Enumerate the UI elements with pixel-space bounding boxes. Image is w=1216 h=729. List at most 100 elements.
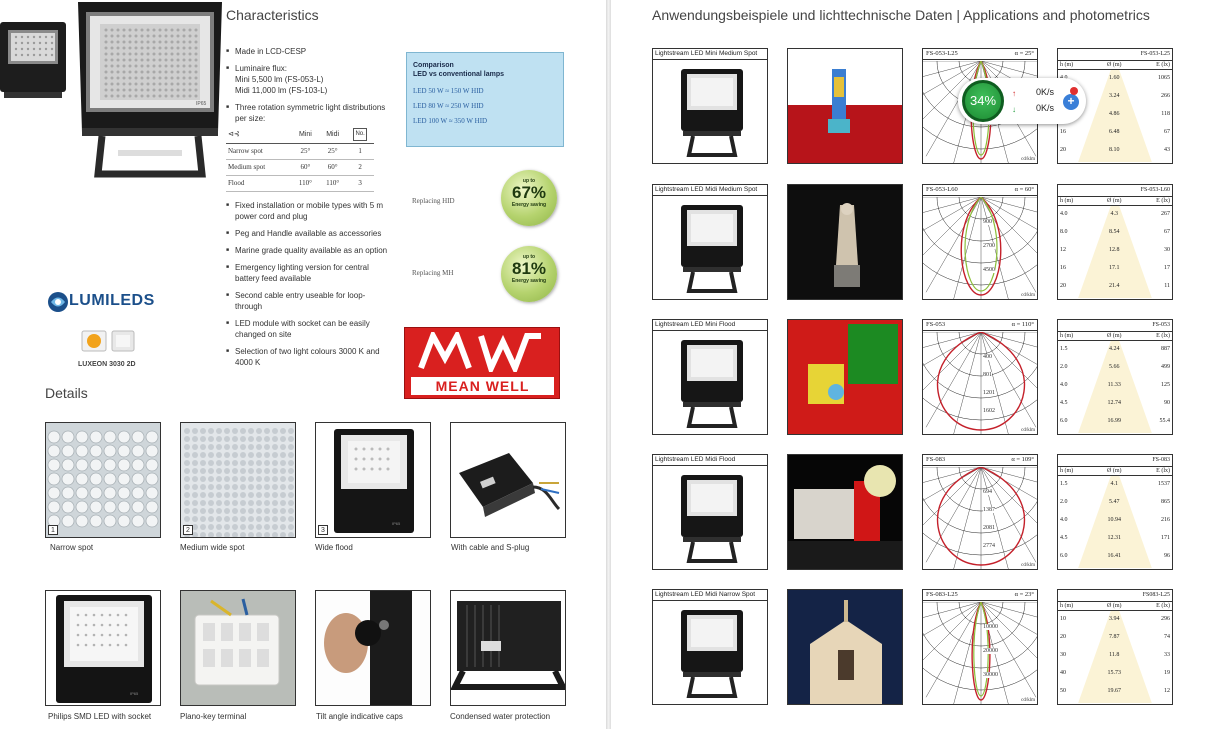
- polar-value-label: 1201: [983, 390, 995, 396]
- comparison-box: Comparison LED vs conventional lamps LED…: [406, 52, 564, 147]
- unit-label: cd/klm: [1021, 563, 1035, 568]
- application-photo-image: [788, 590, 902, 704]
- flux-mini: Mini 5,500 lm (FS-053-L): [235, 75, 324, 84]
- detail-condensed-water-image: [450, 590, 566, 706]
- light-cone-icon: [1078, 69, 1152, 163]
- applications-title: Anwendungsbeispiele und lichttechnische …: [652, 7, 1150, 23]
- polar-grid-icon: [923, 602, 1037, 704]
- table-id: FS083-L25: [1058, 590, 1172, 602]
- svg-text:IP65: IP65: [130, 691, 139, 696]
- hero-floodlight-image: IP65: [0, 2, 222, 178]
- polar-id: FS-053-L25: [926, 50, 958, 57]
- light-cone-icon: [1078, 475, 1152, 569]
- detail-tilt-caps-image: [315, 590, 431, 706]
- beam-icon: ⊲⊰: [226, 126, 292, 144]
- detail-plano-key-image: [180, 590, 296, 706]
- beam-angle: α = 110°: [1011, 321, 1034, 328]
- tilt-cap-icon: [316, 591, 430, 705]
- product-image-box: Lightstream LED Midi Narrow Spot: [652, 589, 768, 705]
- replacing-mh-label: Replacing MH: [412, 269, 454, 277]
- application-photo: [787, 454, 903, 570]
- list-item: Second cable entry useable for loop-thro…: [226, 290, 392, 312]
- polar-value-label: 2081: [983, 525, 995, 531]
- cpu-percent-gauge[interactable]: 34%: [962, 80, 1004, 122]
- floodlight-icon: [681, 610, 743, 698]
- polar-value-label: 400: [983, 354, 992, 360]
- light-cone-icon: [1078, 205, 1152, 299]
- floodlight-back-icon: [451, 601, 565, 690]
- right-page: Anwendungsbeispiele und lichttechnische …: [611, 0, 1216, 729]
- polar-value-label: 30000: [983, 672, 998, 678]
- polar-value-label: 4500: [983, 267, 995, 273]
- unit-label: cd/klm: [1021, 428, 1035, 433]
- application-photo: [787, 184, 903, 300]
- characteristics-title: Characteristics: [226, 7, 319, 23]
- application-photo-image: [788, 185, 902, 299]
- product-image-box: Lightstream LED Midi Flood: [652, 454, 768, 570]
- product-name: Lightstream LED Mini Flood: [653, 320, 767, 331]
- table-id: FS-053-L60: [1058, 185, 1172, 197]
- polar-id: FS-053: [926, 321, 946, 328]
- polar-grid-icon: [923, 332, 1037, 434]
- list-item: Peg and Handle available as accessories: [226, 228, 392, 239]
- polar-grid-icon: [923, 467, 1037, 569]
- detail-caption: Condensed water protection: [450, 712, 551, 721]
- network-speed-widget[interactable]: 34% ↑ ↓ 0K/s 0K/s +: [958, 78, 1086, 124]
- svg-text:IP65: IP65: [392, 521, 401, 526]
- detail-caption: Wide flood: [315, 543, 353, 552]
- floodlight-icon: [681, 340, 743, 428]
- close-dot-icon[interactable]: [1070, 87, 1078, 95]
- polar-value-label: 20000: [983, 648, 998, 654]
- polar-id: FS-053-L60: [926, 186, 958, 193]
- polar-value-label: 10000: [983, 624, 998, 630]
- led-lens-icon: [46, 423, 160, 537]
- floodlight-icon: [681, 205, 743, 293]
- list-item: Emergency lighting version for central b…: [226, 262, 392, 284]
- upload-speed: 0K/s: [1036, 87, 1055, 97]
- boost-button[interactable]: +: [1063, 94, 1079, 110]
- replacing-hid-label: Replacing HID: [412, 197, 455, 205]
- mw-mark-icon: [418, 332, 541, 372]
- lumileds-logo-icon: [48, 292, 68, 312]
- unit-label: cd/klm: [1021, 157, 1035, 162]
- detail-caption: Narrow spot: [50, 543, 94, 552]
- led-array-icon: [181, 423, 295, 537]
- detail-medium-wide-spot-image: 2: [180, 422, 296, 538]
- detail-cable-plug-image: [450, 422, 566, 538]
- detail-caption: Medium wide spot: [180, 543, 245, 552]
- table-id: FS-083: [1058, 455, 1172, 467]
- product-name: Lightstream LED Midi Medium Spot: [653, 185, 767, 196]
- list-item: Luminaire flux: Mini 5,500 lm (FS-053-L)…: [226, 63, 392, 96]
- cable-plug-icon: [459, 453, 561, 517]
- book-spine: [606, 0, 611, 729]
- detail-caption: Tilt angle indicative caps: [316, 712, 403, 721]
- list-item: Marine grade quality available as an opt…: [226, 245, 392, 256]
- polar-value-label: 801: [983, 372, 992, 378]
- list-item: Three rotation symmetric light distribut…: [226, 102, 392, 124]
